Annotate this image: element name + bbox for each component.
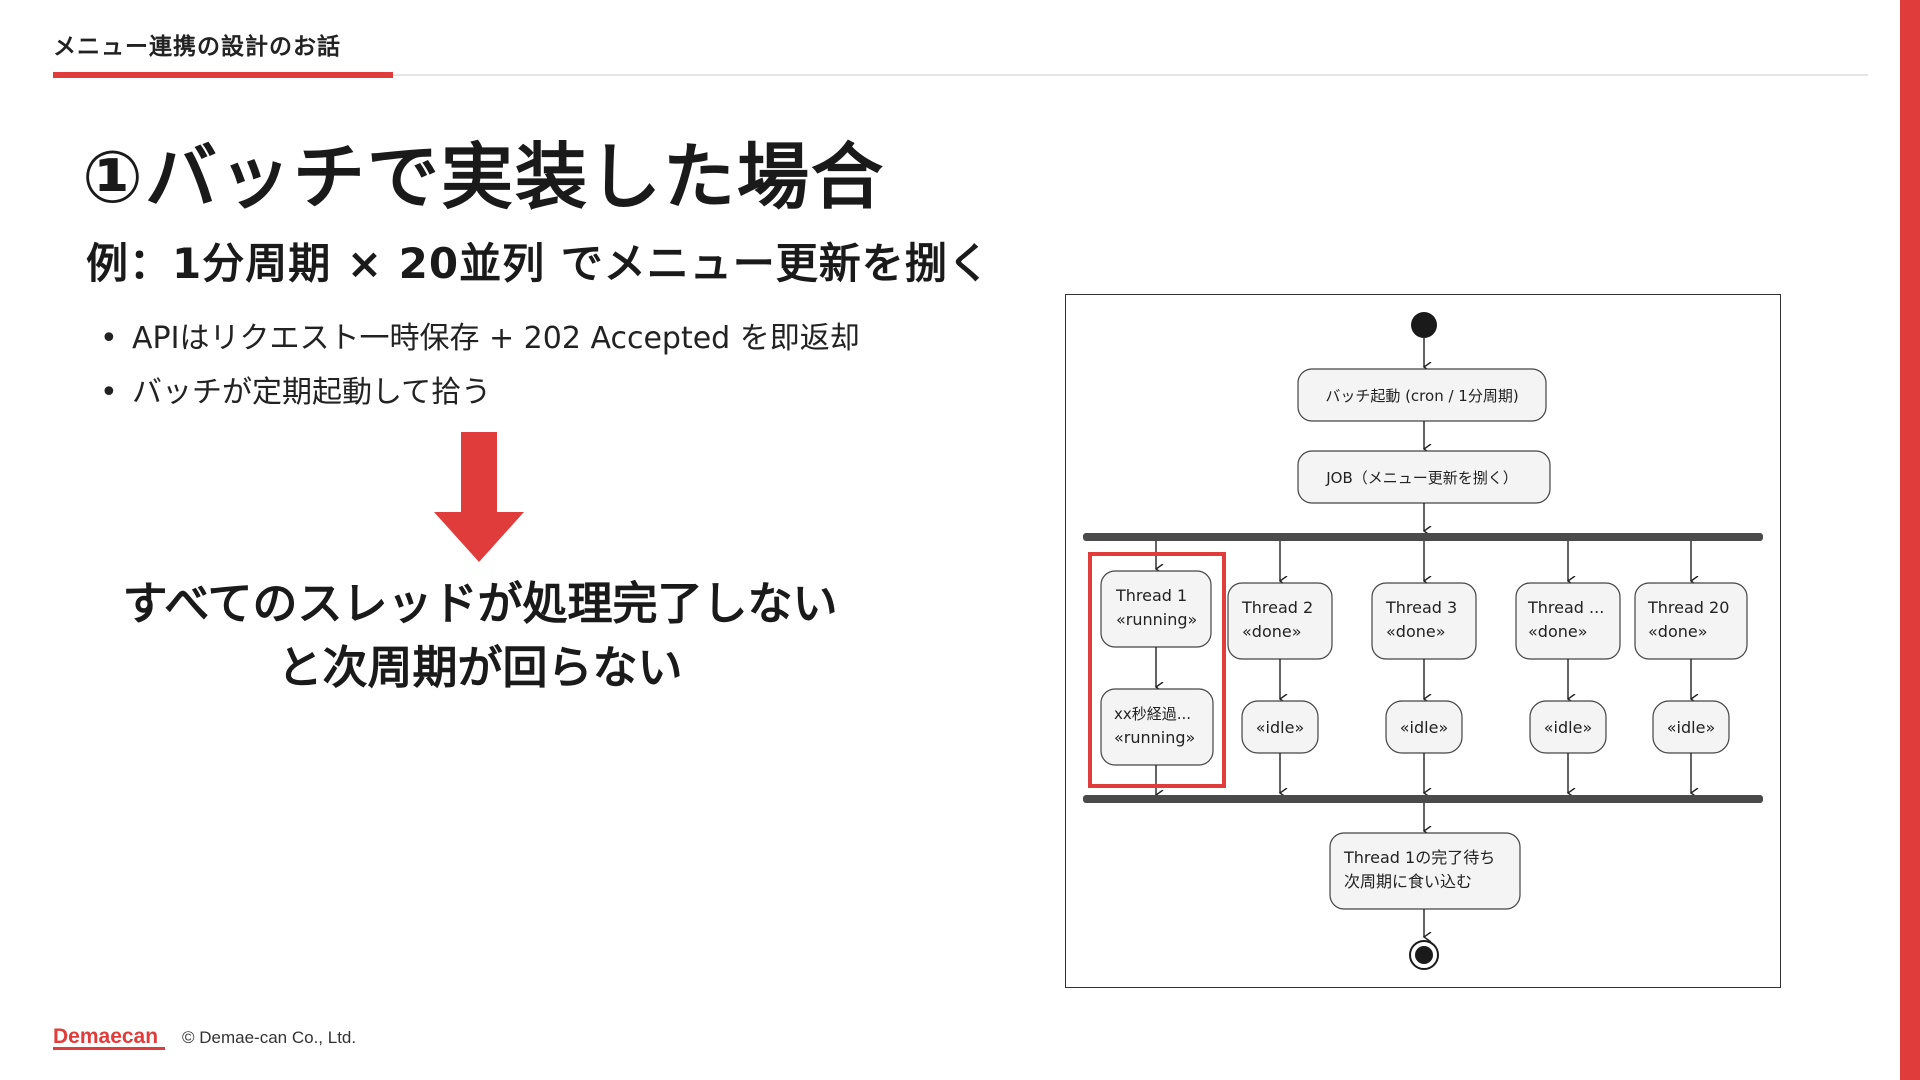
- bullet-text: APIはリクエスト一時保存 + 202 Accepted を即返却: [132, 321, 860, 356]
- thread-1-node: [1100, 570, 1212, 648]
- join-bar: [1083, 795, 1763, 803]
- thread-1-elapsed-node: [1100, 688, 1214, 766]
- activity-diagram: バッチ起動 (cron / 1分周期) JOB（メニュー更新を捌く） Threa…: [1065, 294, 1781, 988]
- thread-ellipsis-idle-label: «idle»: [1544, 718, 1592, 737]
- start-node: [1411, 312, 1437, 338]
- bullet-item: •バッチが定期起動して拾う: [100, 375, 492, 410]
- conclusion-text: すべてのスレッドが処理完了しない と次周期が回らない: [70, 572, 890, 700]
- job-label: JOB（メニュー更新を捌く）: [1325, 469, 1518, 487]
- thread-1-state: «running»: [1116, 610, 1197, 629]
- batch-start-node: [1297, 368, 1547, 422]
- section-title: メニュー連携の設計のお話: [53, 34, 341, 60]
- slide-title: ①バッチで実装した場合: [82, 135, 885, 219]
- slide-subtitle: 例：1分周期 × 20並列 でメニュー更新を捌く: [86, 239, 991, 288]
- thread-2-node: [1227, 582, 1333, 660]
- fork-bar: [1083, 533, 1763, 541]
- bullet-list: •APIはリクエスト一時保存 + 202 Accepted を即返却 •バッチが…: [100, 312, 860, 420]
- thread-1-highlight: [1088, 552, 1226, 788]
- brand-logo-text: Demaecan: [53, 1025, 159, 1048]
- brand-logo: Demaecan: [53, 1025, 165, 1050]
- thread-20-state: «done»: [1648, 622, 1708, 641]
- batch-start-label: バッチ起動 (cron / 1分周期): [1325, 387, 1518, 405]
- wait-line-2: 次周期に食い込む: [1344, 872, 1472, 891]
- thread-20-node: [1634, 582, 1748, 660]
- header-divider: [53, 74, 1868, 76]
- bullet-text: バッチが定期起動して拾う: [132, 375, 492, 410]
- thread-ellipsis-node: [1515, 582, 1621, 660]
- bullet-item: •APIはリクエスト一時保存 + 202 Accepted を即返却: [100, 321, 860, 356]
- wait-node: [1329, 832, 1521, 910]
- thread-3-state: «done»: [1386, 622, 1446, 641]
- thread-3-name: Thread 3: [1385, 598, 1457, 617]
- conclusion-line-1: すべてのスレッドが処理完了しない: [122, 577, 838, 630]
- thread-3-node: [1371, 582, 1477, 660]
- thread-ellipsis-name: Thread ...: [1527, 598, 1604, 617]
- copyright-text: © Demae-can Co., Ltd.: [182, 1028, 357, 1047]
- thread-1-elapsed-label: xx秒経過...: [1114, 705, 1191, 723]
- right-accent-bar: [1900, 0, 1920, 1080]
- thread-1-elapsed-state: «running»: [1114, 728, 1195, 747]
- thread-1-name: Thread 1: [1115, 586, 1187, 605]
- thread-20-name: Thread 20: [1647, 598, 1729, 617]
- thread-20-idle-label: «idle»: [1667, 718, 1715, 737]
- activity-diagram-svg: バッチ起動 (cron / 1分周期) JOB（メニュー更新を捌く） Threa…: [1083, 312, 1763, 970]
- thread-ellipsis-state: «done»: [1528, 622, 1588, 641]
- thread-2-state: «done»: [1242, 622, 1302, 641]
- wait-line-1: Thread 1の完了待ち: [1343, 848, 1495, 867]
- conclusion-line-2: と次周期が回らない: [277, 641, 683, 694]
- thread-3-idle-label: «idle»: [1400, 718, 1448, 737]
- down-arrow-icon: [434, 432, 524, 562]
- thread-2-idle-label: «idle»: [1256, 718, 1304, 737]
- header-accent-line: [53, 72, 393, 78]
- thread-2-name: Thread 2: [1241, 598, 1313, 617]
